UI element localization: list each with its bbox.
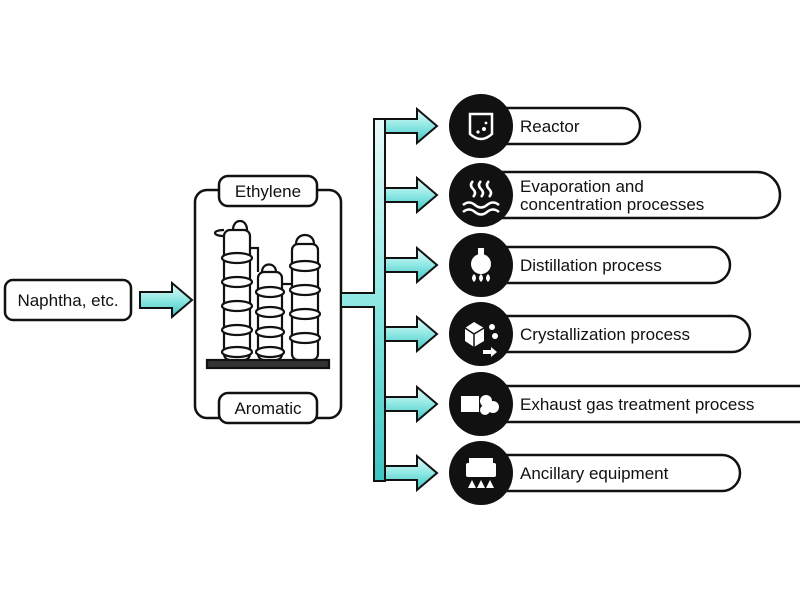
branch-arrow [384,175,439,215]
output-label: Distillation process [520,256,662,275]
branch-arrows [340,106,439,493]
branch-arrow [384,245,439,285]
output-node: Exhaust gas treatment process [449,372,800,436]
main-trunk-arrow [340,118,386,482]
distillation-columns-icon [205,219,331,370]
input-arrow [139,280,194,320]
output-label: Exhaust gas treatment process [520,395,754,414]
output-node: Reactor [449,94,642,158]
input-node: Naphtha, etc. [3,278,133,322]
branch-arrow [384,106,439,146]
output-label: Evaporation and [520,177,644,196]
input-label: Naphtha, etc. [17,291,118,310]
plant-top-label: Ethylene [235,182,301,201]
branch-arrow [384,384,439,424]
output-label: Reactor [520,117,580,136]
reactor-icon [449,94,513,158]
crystallization-icon [449,302,513,366]
output-node: Ancillary equipment [449,441,742,505]
output-label: concentration processes [520,195,704,214]
branch-arrow [384,314,439,354]
ancillary-equipment-icon [449,441,513,505]
output-label: Ancillary equipment [520,464,669,483]
evaporation-icon [449,163,513,227]
output-label: Crystallization process [520,325,690,344]
output-node: Distillation process [449,233,732,297]
distillation-icon [449,233,513,297]
output-node: Crystallization process [449,302,752,366]
branch-arrow [384,453,439,493]
plant-node: Ethylene Aromatic [193,174,343,425]
exhaust-gas-icon [449,372,513,436]
plant-bottom-label: Aromatic [234,399,302,418]
